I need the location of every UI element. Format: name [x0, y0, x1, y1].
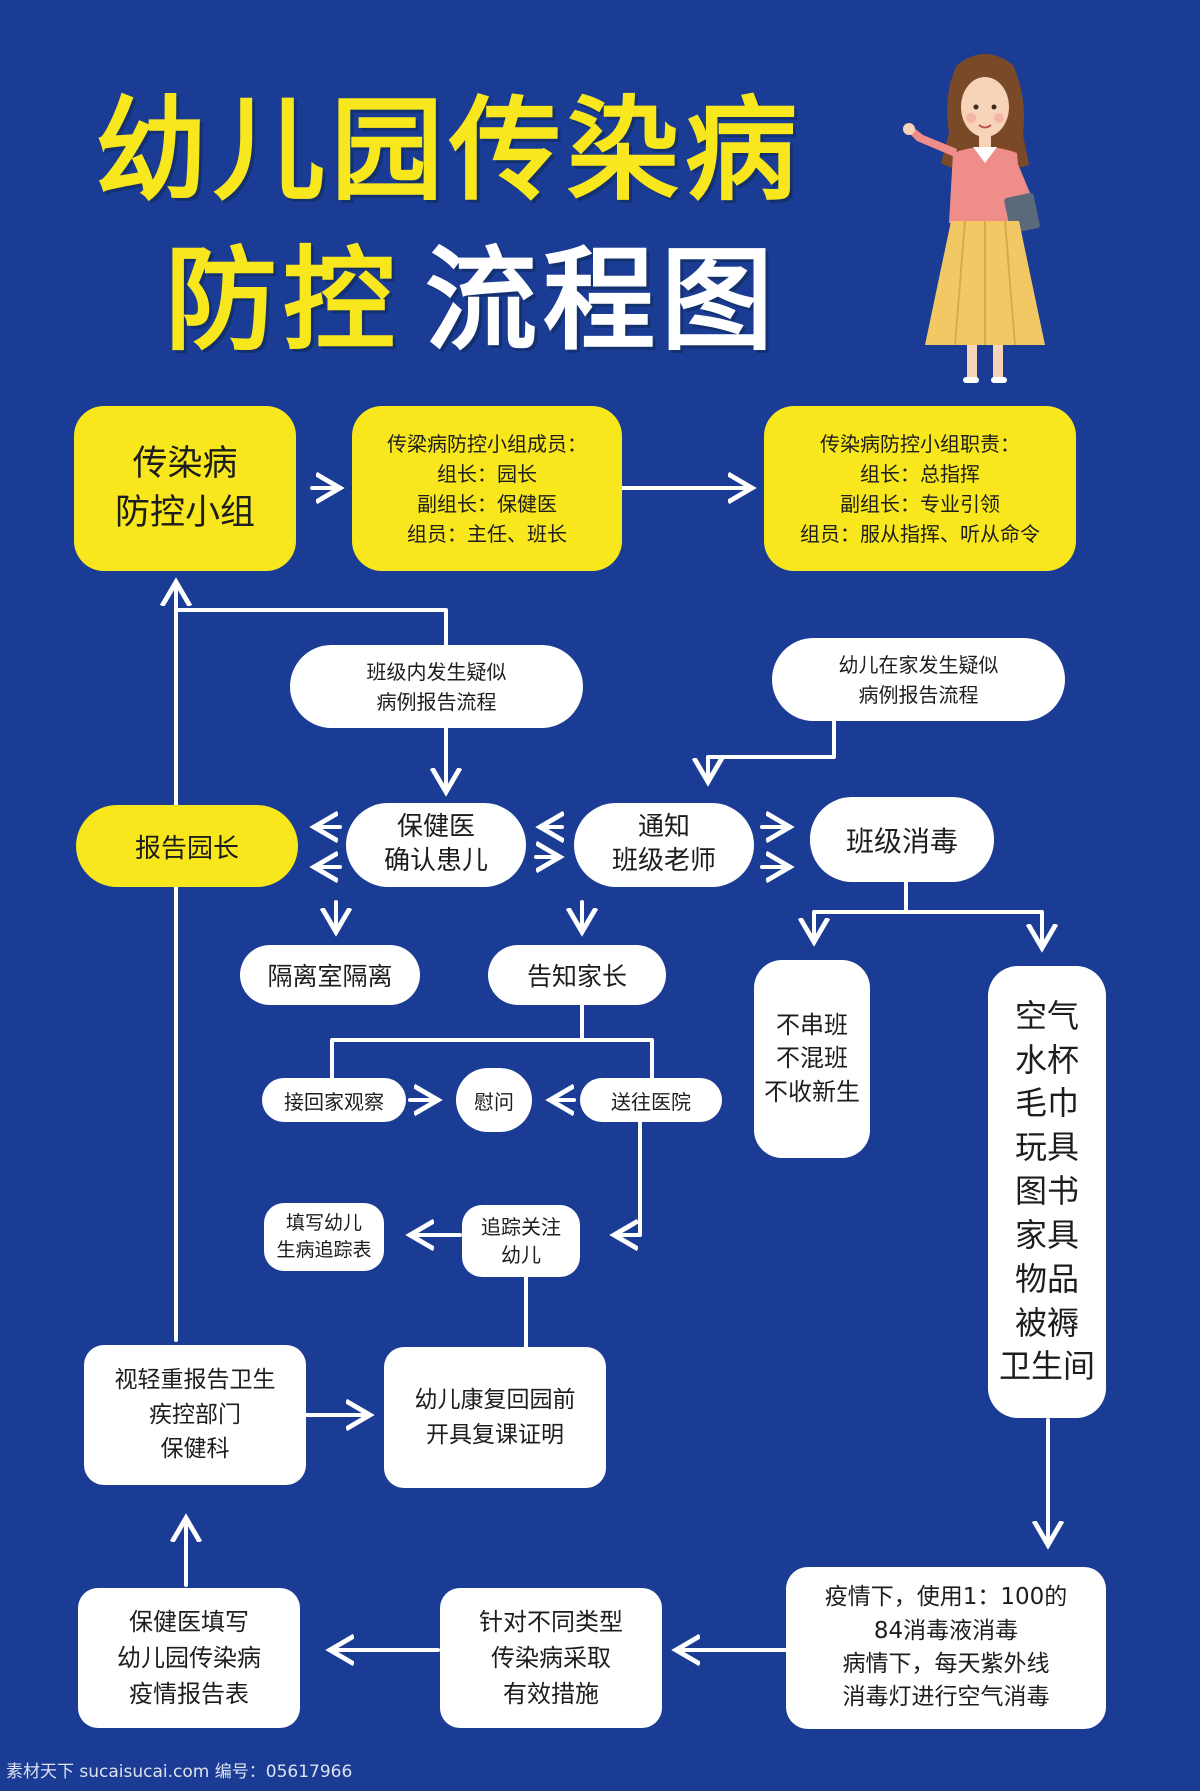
node-doctor-confirm: 保健医确认患儿	[346, 803, 526, 887]
watermark: 素材天下 sucaisucai.com 编号：05617966	[6, 1762, 353, 1782]
node-team-duties: 传染病防控小组职责：组长：总指挥副组长：专业引领组员：服从指挥、听从命令	[764, 406, 1076, 571]
node-home-report: 幼儿在家发生疑似病例报告流程	[772, 638, 1065, 721]
node-send-hospital: 送往医院	[580, 1078, 722, 1122]
node-effective-measures: 针对不同类型传染病采取有效措施	[440, 1588, 662, 1728]
node-class-disinfect: 班级消毒	[810, 797, 994, 882]
node-disinfect-items: 空气 水杯 毛巾 玩具 图书 家具 物品 被褥 卫生间	[988, 966, 1106, 1418]
node-isolation: 隔离室隔离	[240, 945, 420, 1005]
node-doctor-epidemic-form: 保健医填写幼儿园传染病疫情报告表	[78, 1588, 300, 1728]
node-comfort: 慰问	[456, 1068, 532, 1132]
node-recovery-certificate: 幼儿康复回园前开具复课证明	[384, 1347, 606, 1488]
node-track-form: 填写幼儿生病追踪表	[264, 1203, 384, 1271]
node-report-principal: 报告园长	[76, 805, 298, 887]
node-class-report: 班级内发生疑似病例报告流程	[290, 645, 583, 728]
node-no-class-mixing: 不串班不混班不收新生	[754, 960, 870, 1158]
title-line2-yellow: 防控	[165, 236, 401, 366]
title-line2-white: 流程图	[425, 236, 779, 366]
node-track-child: 追踪关注幼儿	[462, 1205, 580, 1277]
node-control-team: 传染病防控小组	[74, 406, 296, 571]
teacher-illustration	[903, 54, 1045, 383]
node-report-cdc: 视轻重报告卫生疾控部门保健科	[84, 1345, 306, 1485]
node-team-members: 传梁病防控小组成员：组长：园长副组长：保健医组员：主任、班长	[352, 406, 622, 571]
node-notify-teacher: 通知班级老师	[574, 803, 754, 887]
title-line1: 幼儿园传染病	[95, 86, 803, 216]
node-inform-parents: 告知家长	[488, 945, 666, 1005]
node-pickup-observe: 接回家观察	[262, 1078, 406, 1122]
